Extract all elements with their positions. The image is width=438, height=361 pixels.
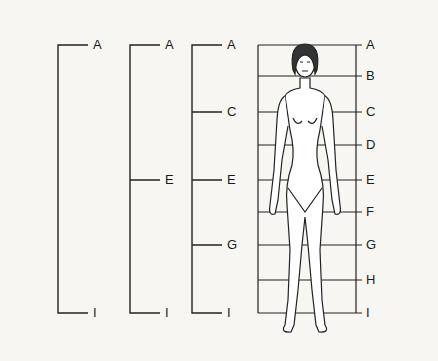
level-letter: I <box>165 306 169 320</box>
level-letter: G <box>227 238 237 252</box>
female-figure <box>270 44 341 332</box>
bracket <box>58 45 88 313</box>
level-letter: E <box>227 173 236 187</box>
level-letter: G <box>366 238 376 252</box>
level-letter: A <box>165 38 174 52</box>
level-letter: E <box>165 173 174 187</box>
level-letter: C <box>366 105 375 119</box>
level-letter: I <box>93 306 97 320</box>
level-letter: A <box>227 38 236 52</box>
level-letter: A <box>366 38 375 52</box>
level-letter: A <box>93 38 102 52</box>
bracket <box>192 45 222 313</box>
level-letter: I <box>227 306 231 320</box>
level-letter: D <box>366 138 375 152</box>
bracket <box>130 45 160 313</box>
level-letter: H <box>366 273 375 287</box>
level-letter: I <box>366 306 370 320</box>
level-letter: E <box>366 173 375 187</box>
level-letter: C <box>227 105 236 119</box>
level-letter: B <box>366 69 375 83</box>
brackets <box>58 45 222 313</box>
level-letter: F <box>366 205 374 219</box>
